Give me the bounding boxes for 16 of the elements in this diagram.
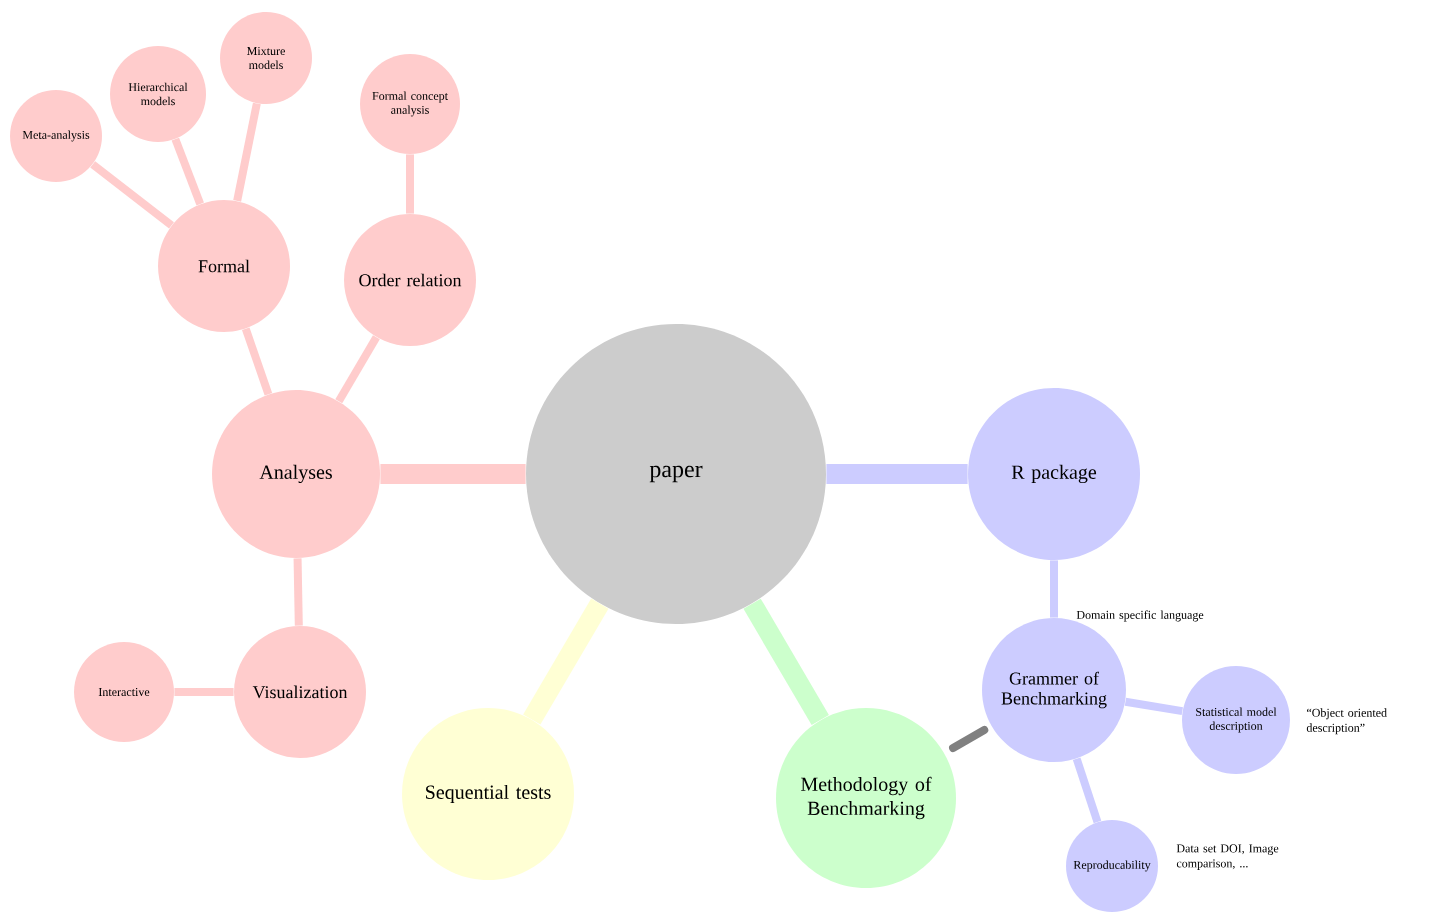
branch-connector [171,137,204,206]
branch-connector [233,102,261,202]
branch-connector [406,154,414,214]
connector-line [949,726,989,752]
branch-connector [1072,757,1102,824]
branch-connector [380,464,526,484]
branch-connector [523,598,609,725]
branch-connector [90,161,174,229]
branch-connector [174,688,234,696]
branch-connector [743,598,829,726]
branch-connector [1050,560,1058,618]
branch-connector [335,335,380,404]
branch-connector [293,558,303,626]
branch-connector [1124,697,1183,716]
branch-connector [241,327,273,396]
branch-connector [826,464,968,484]
